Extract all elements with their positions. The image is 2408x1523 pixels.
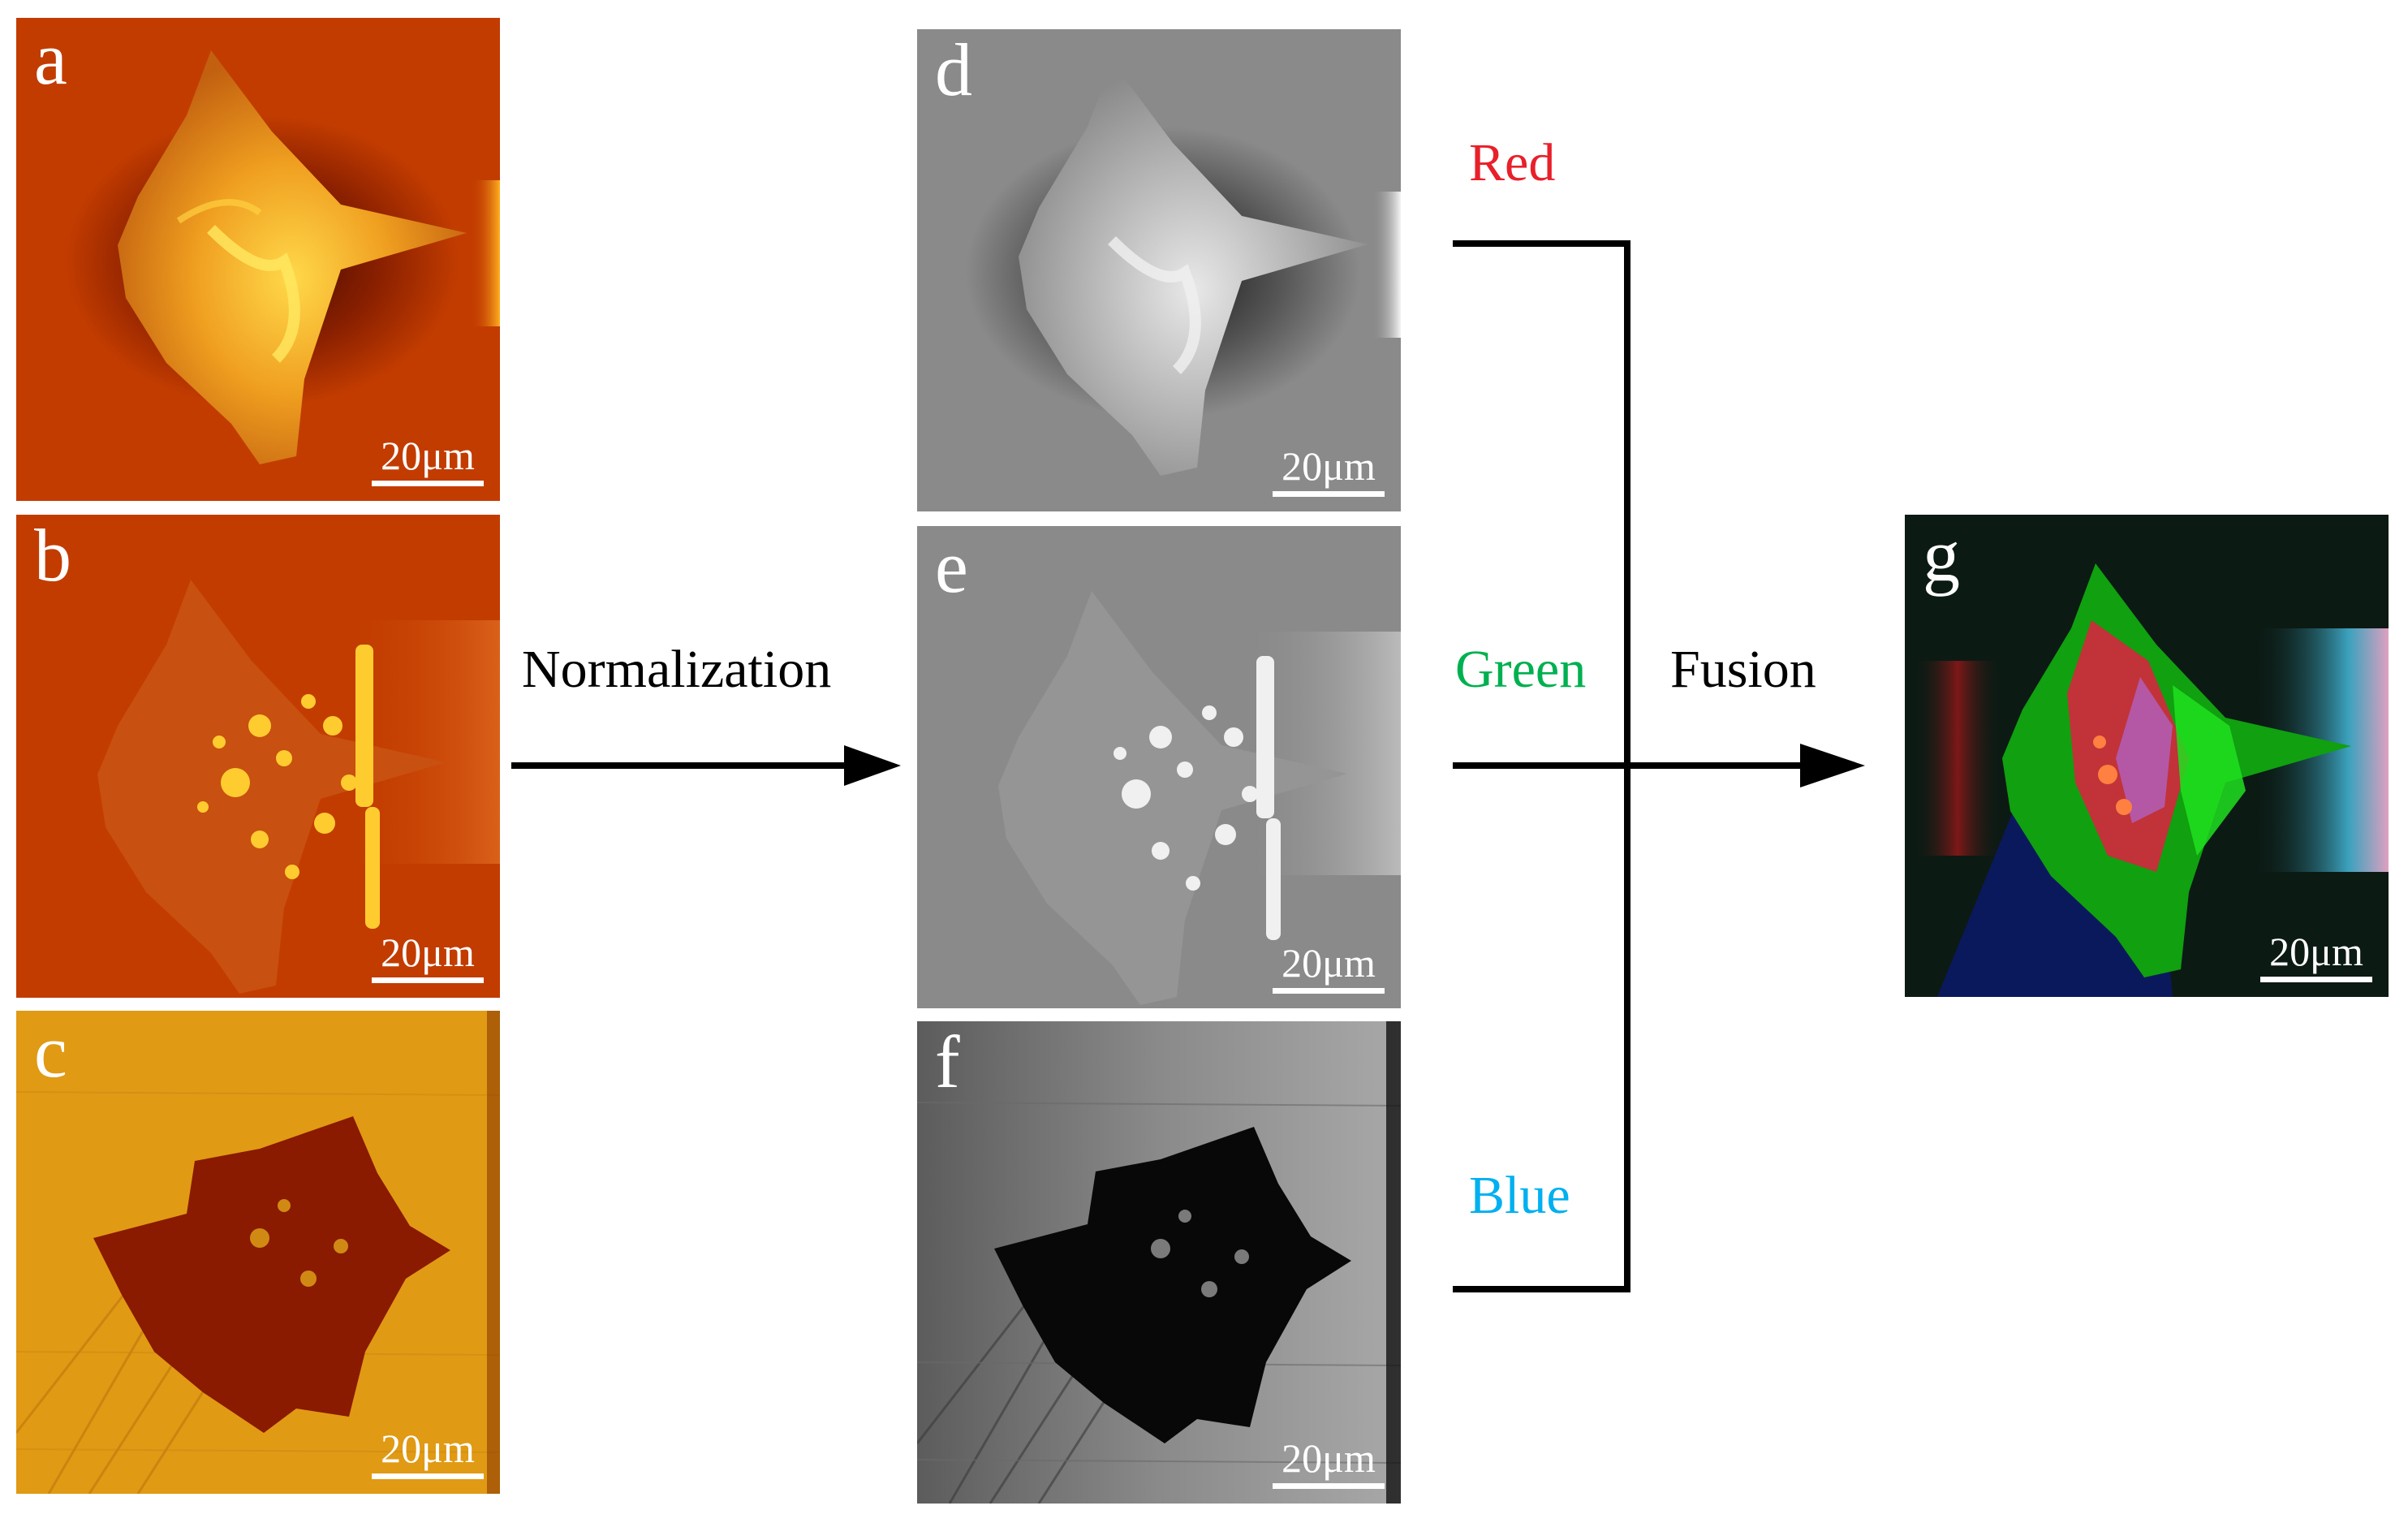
panel-f-image [917,1021,1401,1504]
panel-a-letter: a [34,18,67,100]
panel-a-image [16,18,500,501]
panel-g-scale-label: 20μm [2269,929,2363,974]
panel-d: d 20μm [917,29,1401,511]
panel-b-scale-label: 20μm [381,930,475,975]
panel-g: g 20μm [1905,515,2389,997]
panel-f-letter: f [935,1021,960,1103]
panel-e-scale-line [1273,988,1385,994]
panel-e-image [917,526,1401,1008]
panel-b-scale-bar: 20μm [372,932,484,983]
panel-e-scale-bar: 20μm [1273,943,1385,994]
panel-c: c 20μm [16,1011,500,1494]
panel-f-scale-line [1273,1483,1385,1489]
panel-e-letter: e [935,526,968,608]
panel-b-image [16,515,500,998]
panel-b-letter: b [34,515,71,597]
green-channel-label: Green [1455,640,1587,699]
panel-a-scale-line [372,481,484,486]
normalization-arrowhead [844,745,901,786]
panel-f-scale-bar: 20μm [1273,1438,1385,1489]
panel-c-scale-line [372,1473,484,1479]
panel-a-scale-label: 20μm [381,433,475,478]
panel-c-scale-bar: 20μm [372,1428,484,1479]
panel-d-scale-label: 20μm [1282,443,1376,489]
fusion-arrowhead [1800,744,1865,787]
normalization-label: Normalization [522,640,832,699]
panel-f: f 20μm [917,1021,1401,1504]
panel-b-scale-line [372,977,484,983]
red-channel-label: Red [1469,133,1556,192]
panel-a-scale-bar: 20μm [372,435,484,486]
panel-c-scale-label: 20μm [381,1426,475,1471]
panel-d-letter: d [935,29,972,111]
panel-g-image [1905,515,2389,997]
panel-g-scale-line [2260,977,2372,982]
panel-c-letter: c [34,1011,67,1093]
panel-g-letter: g [1923,515,1960,597]
panel-d-image [917,29,1401,511]
panel-c-image [16,1011,500,1494]
panel-g-scale-bar: 20μm [2260,931,2372,982]
panel-f-scale-label: 20μm [1282,1435,1376,1481]
blue-channel-label: Blue [1469,1166,1570,1225]
fusion-label: Fusion [1670,640,1816,699]
panel-e-scale-label: 20μm [1282,940,1376,986]
panel-d-scale-bar: 20μm [1273,446,1385,497]
panel-e: e 20μm [917,526,1401,1008]
panel-d-scale-line [1273,491,1385,497]
panel-a: a 20μm [16,18,500,501]
panel-b: b 20μm [16,515,500,998]
